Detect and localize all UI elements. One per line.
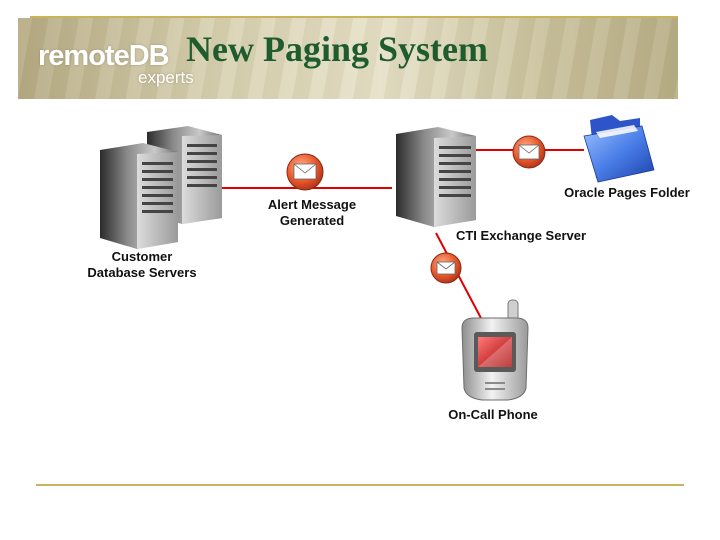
label-on-call-phone: On-Call Phone [448,407,538,422]
phone-icon [461,299,529,401]
folder-icon [583,115,655,183]
top-rule [30,16,678,18]
label-alert-message-generated: Alert Message Generated [267,197,357,228]
server-icon [100,143,178,249]
bottom-rule [36,484,684,486]
envelope-icon [286,153,324,191]
envelope-icon [512,135,546,169]
connector-cti-to-phone [435,232,483,321]
server-icon [396,127,476,227]
envelope-icon [430,252,462,284]
label-cti-exchange-server: CTI Exchange Server [455,228,587,243]
page-title: New Paging System [186,29,488,69]
header-banner: remoteDB experts [18,18,678,99]
label-customer-database-servers: Customer Database Servers [87,249,197,280]
logo-subtext: experts [138,68,194,87]
logo-text: remoteDB [38,40,170,72]
label-oracle-pages-folder: Oracle Pages Folder [564,185,690,200]
